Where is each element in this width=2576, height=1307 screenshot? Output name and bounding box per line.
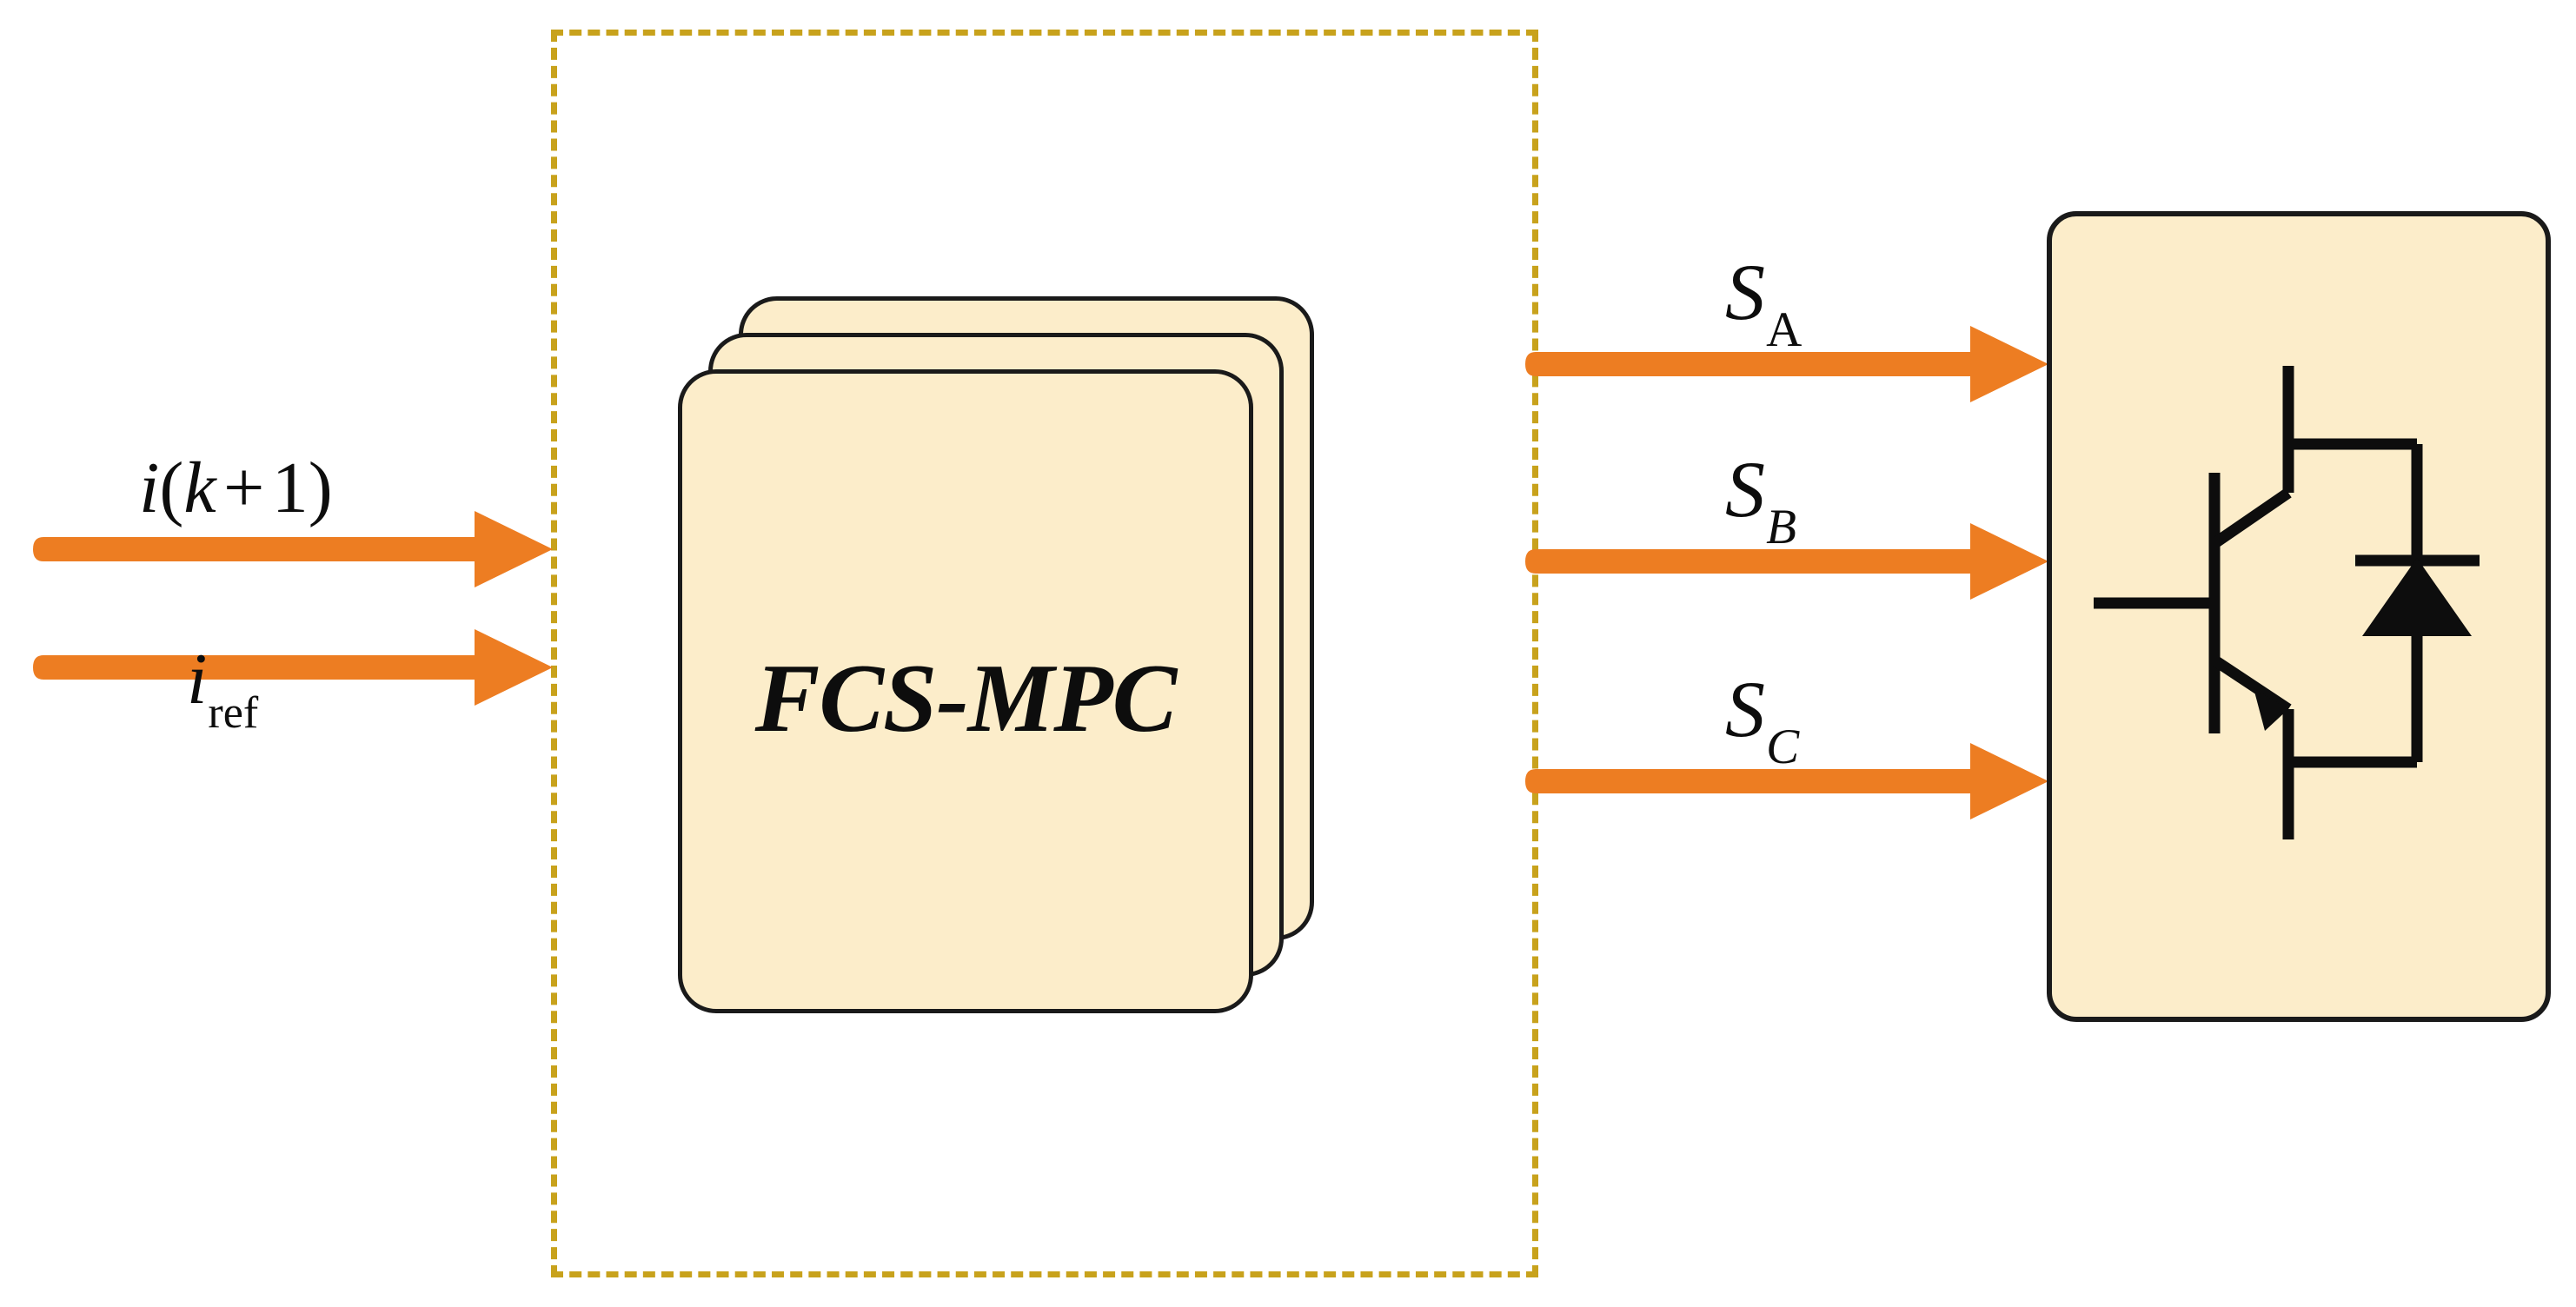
label-var-S: S [1725,665,1765,753]
label-number-one: 1 [271,448,309,528]
input-label-i-ref: iref [187,643,258,736]
controller-card-front[interactable]: FCS-MPC [678,369,1253,1013]
output-label-s-a: SA [1725,252,1802,355]
inverter-block[interactable] [2047,211,2551,1022]
label-var-S: S [1725,445,1765,534]
input-arrow-i-ref [33,627,554,707]
label-operator-plus: + [223,448,265,528]
label-subscript-ref: ref [208,688,259,739]
dashed-controller-boundary [551,30,1538,1277]
output-label-s-c: SC [1725,669,1799,772]
label-subscript-C: C [1766,719,1800,774]
label-var-i: i [187,639,208,720]
label-paren-close: ) [308,448,333,528]
label-paren-open: ( [159,448,184,528]
output-arrow-s-b [1525,521,2050,601]
output-arrow-s-c [1525,741,2050,821]
input-label-i-k-plus-1: i(k+1) [139,452,333,525]
label-var-S: S [1725,248,1765,336]
output-label-s-b: SB [1725,449,1796,552]
igbt-with-antiparallel-diode-icon [2052,216,2546,1017]
label-subscript-A: A [1766,302,1803,357]
label-subscript-B: B [1766,499,1796,554]
output-arrow-s-a [1525,324,2050,404]
label-var-i: i [139,448,160,528]
label-index-k: k [183,448,216,528]
controller-label: FCS-MPC [754,645,1178,753]
input-arrow-i-k-plus-1 [33,509,554,589]
